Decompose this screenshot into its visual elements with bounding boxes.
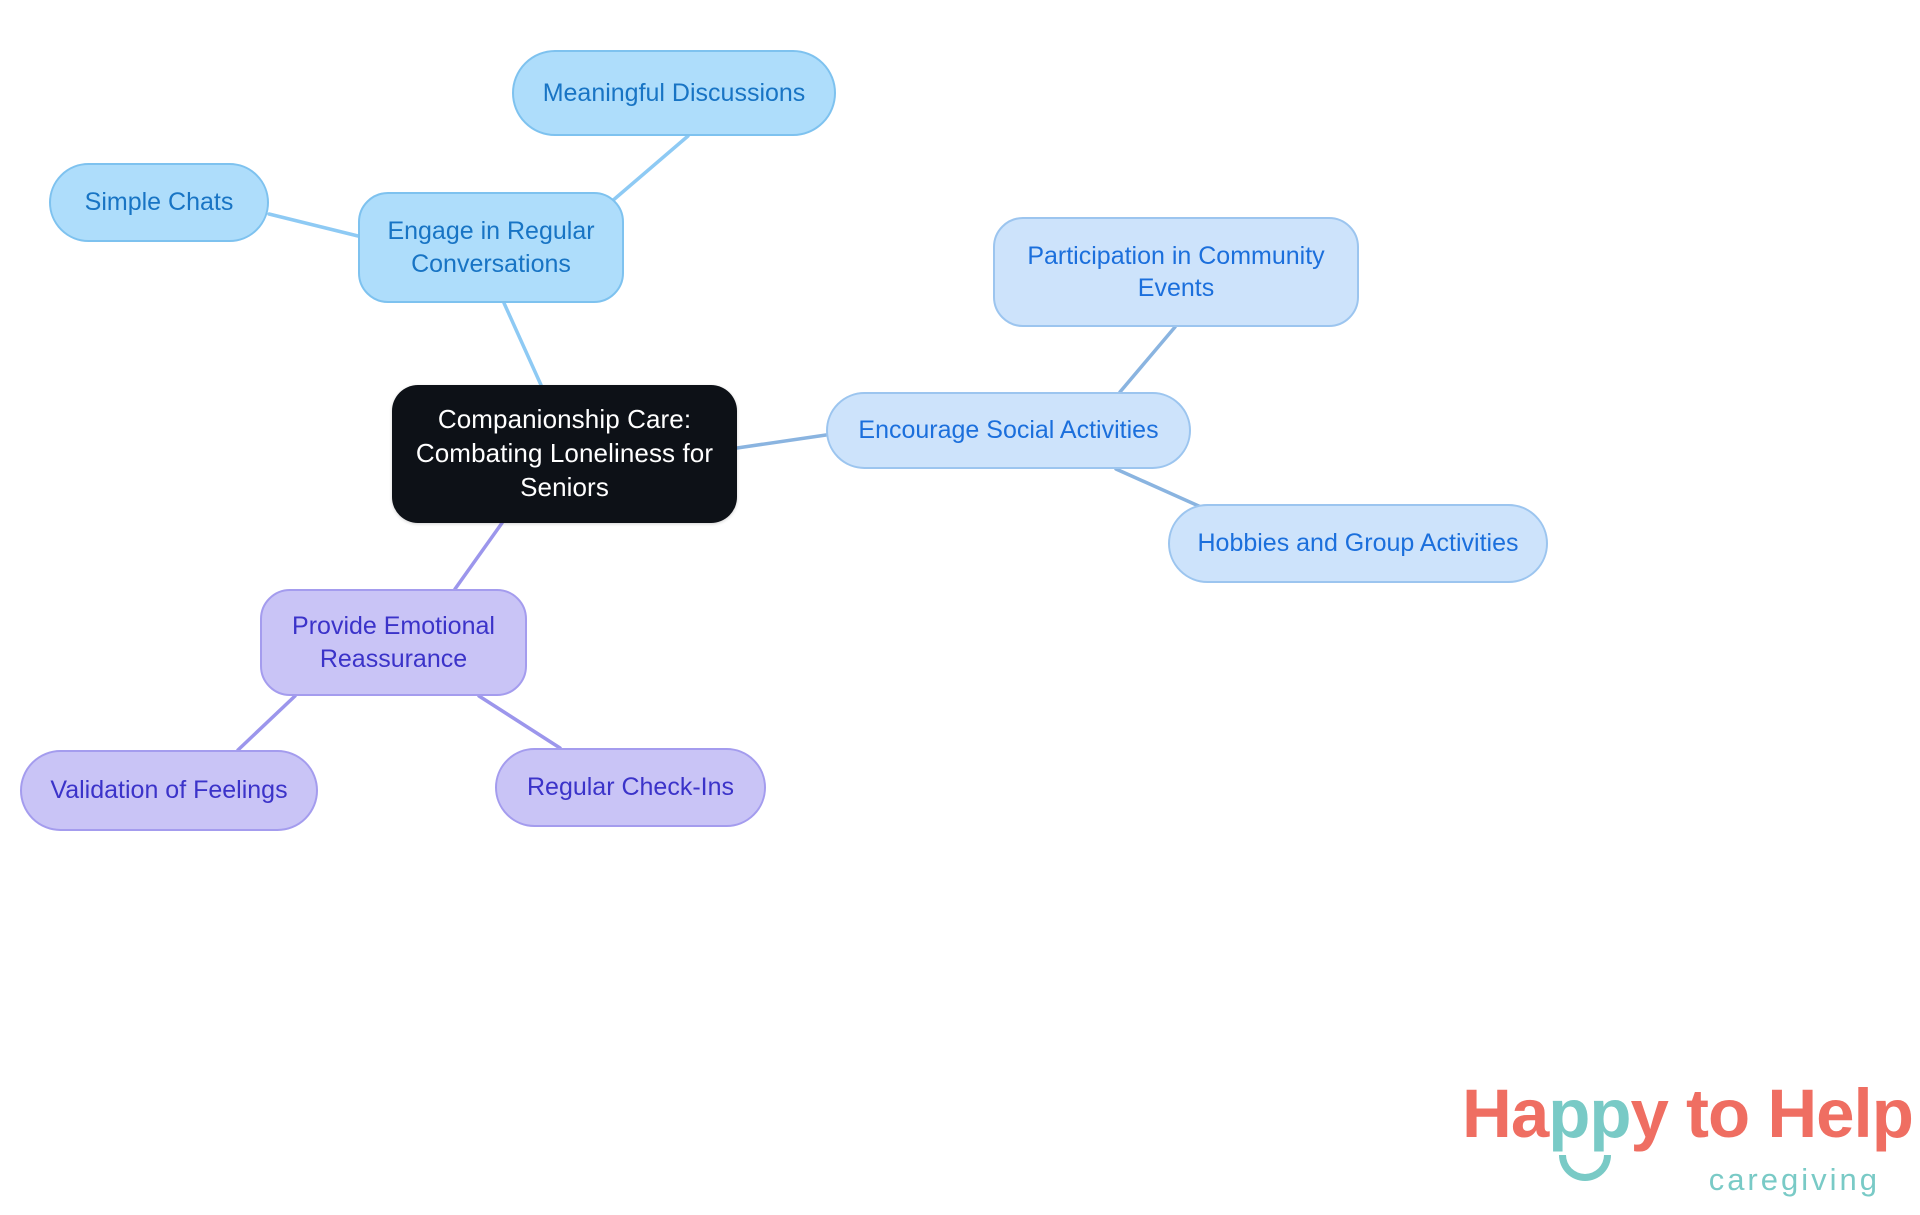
edge-emotional-validation bbox=[236, 694, 297, 752]
edge-engage-meaningful bbox=[602, 134, 690, 210]
smile-arc-icon bbox=[1559, 1155, 1611, 1181]
node-hobbies-and-group-activities[interactable]: Hobbies and Group Activities bbox=[1168, 504, 1548, 583]
edge-social-community bbox=[1118, 325, 1177, 394]
node-simple-chats[interactable]: Simple Chats bbox=[49, 163, 269, 242]
edge-root-engage bbox=[502, 301, 543, 387]
edge-root-social bbox=[735, 433, 828, 450]
logo-text-y: y bbox=[1630, 1075, 1669, 1152]
node-root[interactable]: Companionship Care: Combating Loneliness… bbox=[392, 385, 737, 523]
node-regular-check-ins[interactable]: Regular Check-Ins bbox=[495, 748, 766, 827]
edge-root-emotional bbox=[453, 521, 504, 591]
logo-text-to-help: to Help bbox=[1667, 1075, 1914, 1152]
node-meaningful-discussions[interactable]: Meaningful Discussions bbox=[512, 50, 836, 136]
node-encourage-social-activities[interactable]: Encourage Social Activities bbox=[826, 392, 1191, 469]
node-participation-in-community-events[interactable]: Participation in Community Events bbox=[993, 217, 1359, 327]
logo-text-pp: pp bbox=[1548, 1075, 1631, 1152]
logo-wordmark: Happy to Help bbox=[1462, 1079, 1914, 1181]
edge-emotional-checkins bbox=[477, 694, 562, 750]
brand-logo: Happy to Help caregiving bbox=[1462, 1079, 1914, 1197]
node-provide-emotional-reassurance[interactable]: Provide Emotional Reassurance bbox=[260, 589, 527, 696]
node-engage-in-regular-conversations[interactable]: Engage in Regular Conversations bbox=[358, 192, 624, 303]
node-validation-of-feelings[interactable]: Validation of Feelings bbox=[20, 750, 318, 831]
logo-text-ha: Ha bbox=[1462, 1075, 1549, 1152]
logo-tagline: caregiving bbox=[1708, 1162, 1880, 1197]
edge-engage-simple bbox=[267, 212, 360, 238]
